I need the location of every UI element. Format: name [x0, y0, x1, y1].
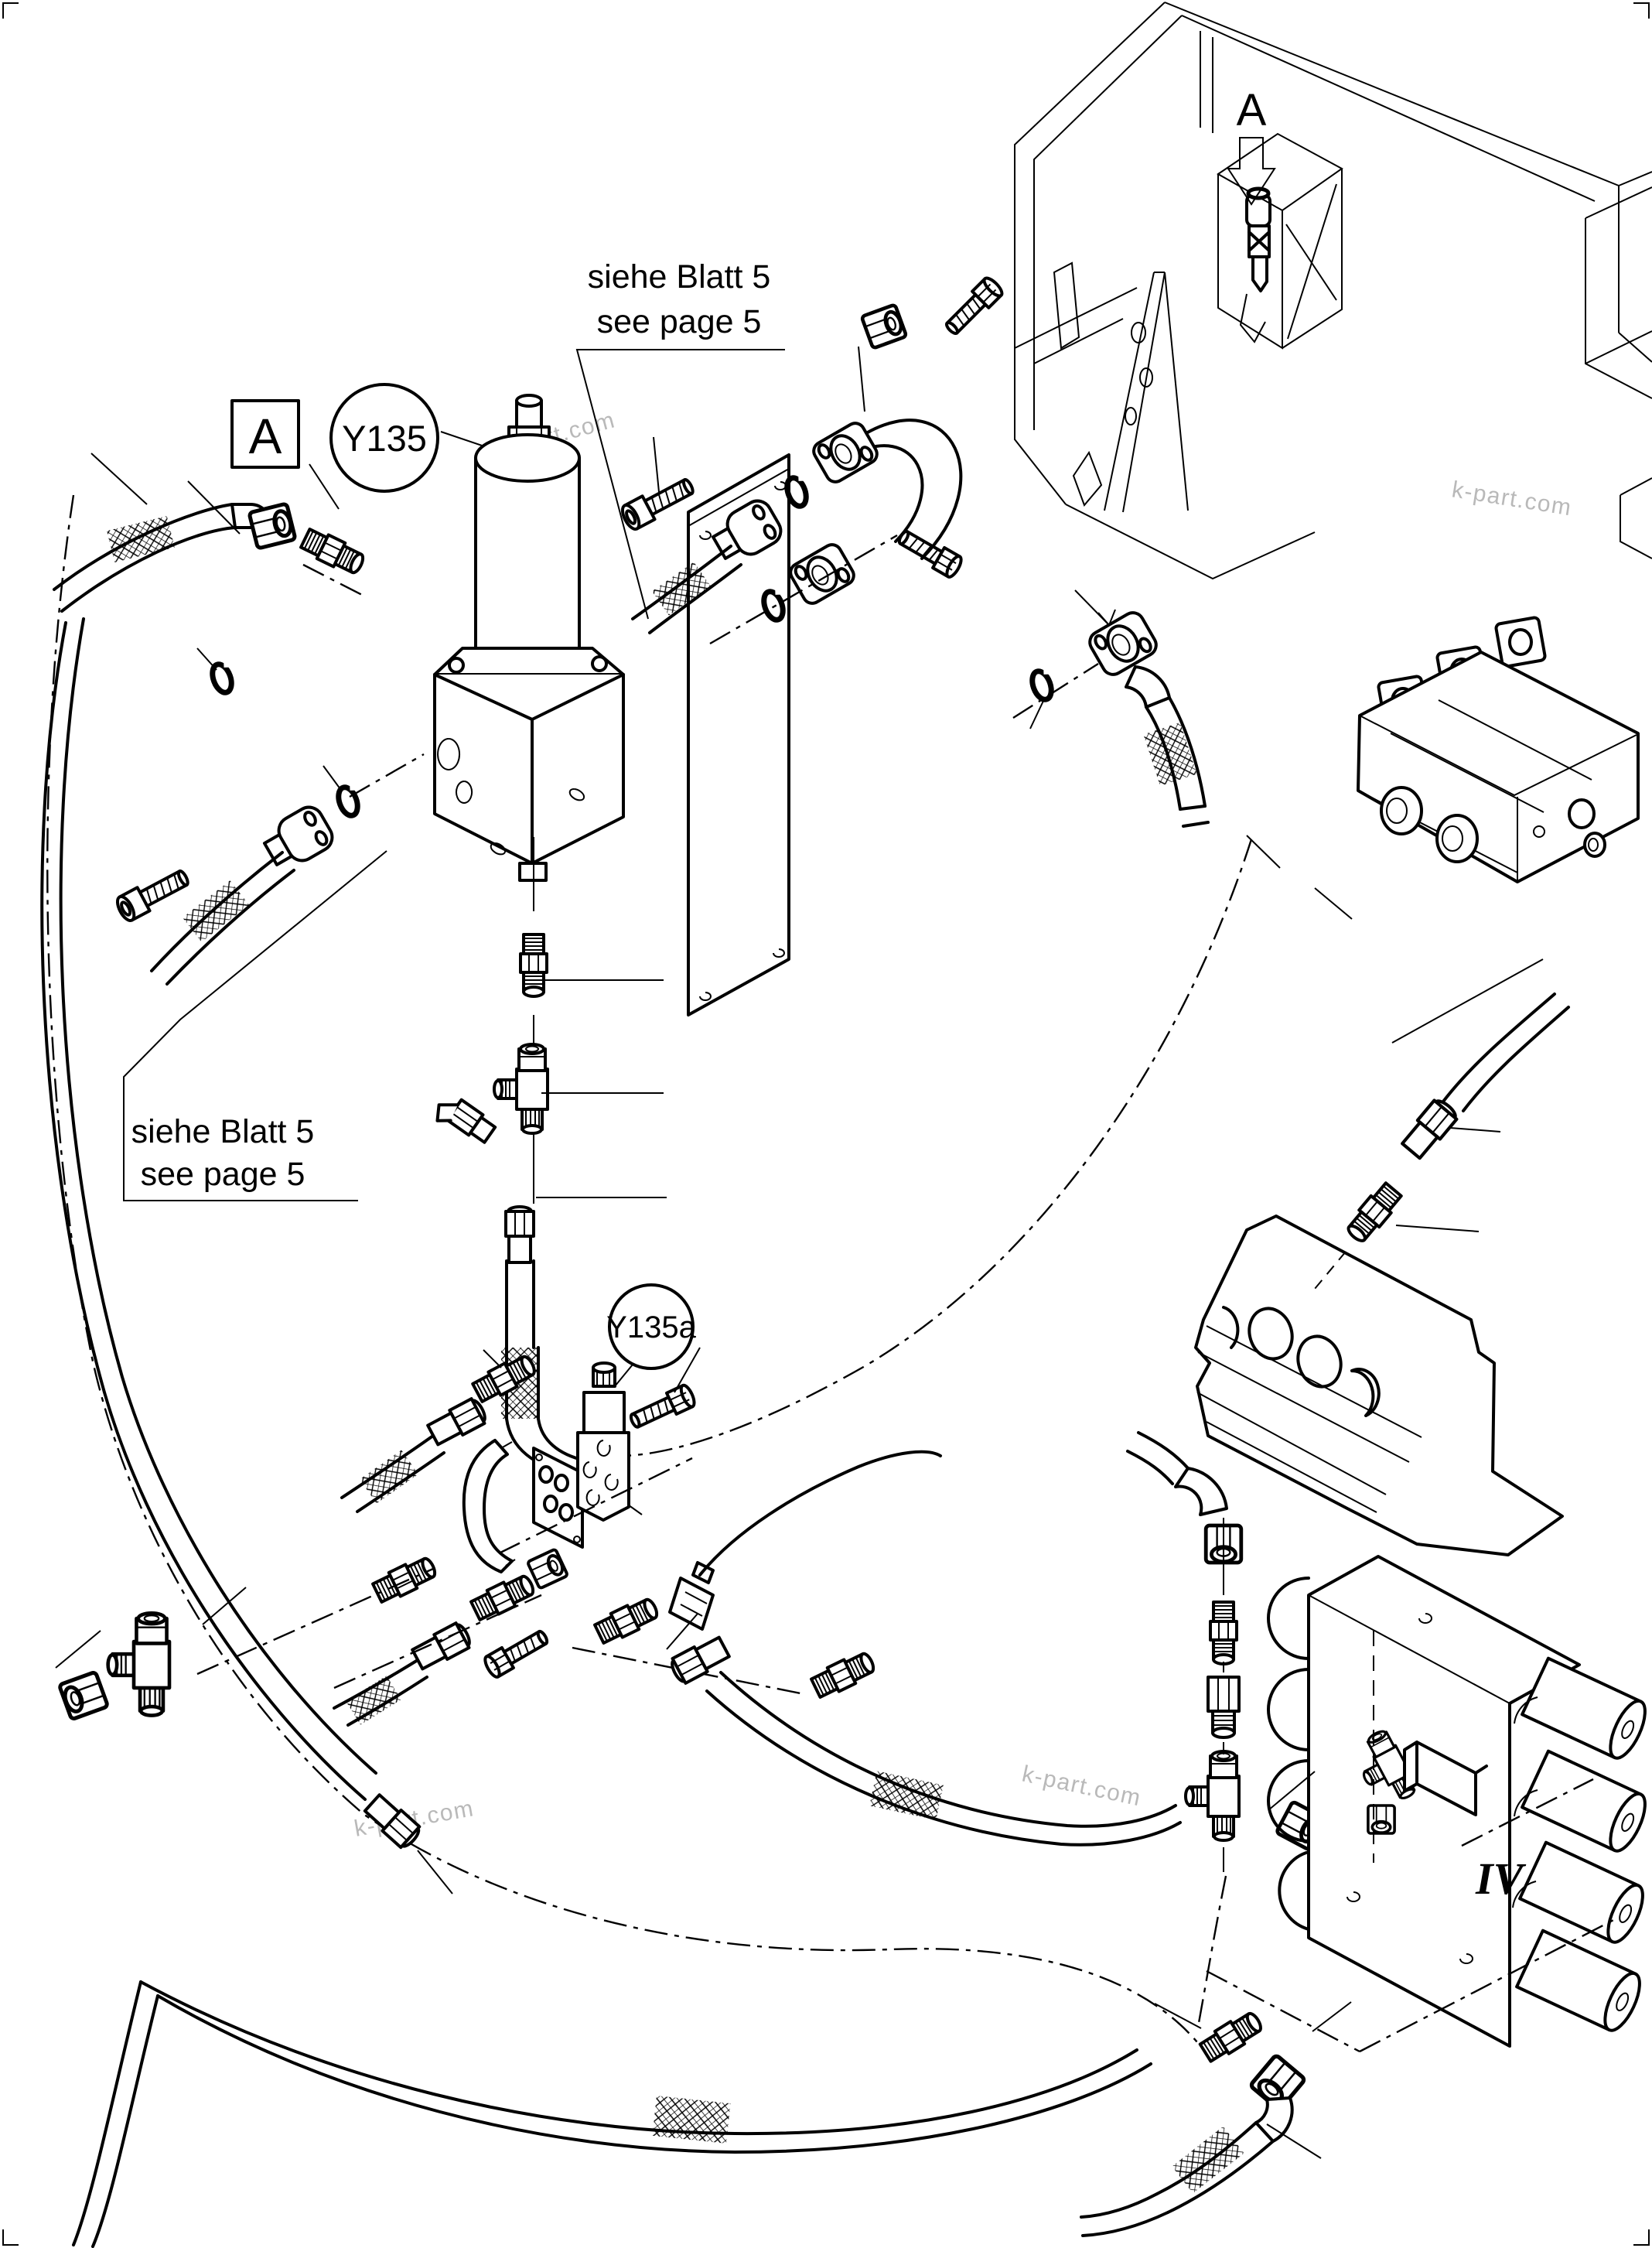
flange-block: [785, 539, 859, 609]
hose-braid: [652, 2096, 731, 2144]
tee-fitting: [108, 1613, 169, 1715]
note-see-page-5-left: siehe Blatt 5 see page 5: [123, 850, 387, 1201]
hose-end-fitting: [411, 1621, 473, 1672]
label-a-box: A: [230, 399, 300, 469]
detail-box-label: A: [249, 408, 282, 464]
label-y135a: Y135a: [606, 1283, 697, 1387]
note-line-en: see page 5: [597, 303, 762, 340]
elbow-bend: [1174, 1467, 1228, 1516]
note-see-page-5-top: siehe Blatt 5 see page 5: [575, 258, 785, 620]
engine-block: [1194, 1215, 1564, 1556]
hose: [40, 621, 367, 1801]
right-elbow-hose: [1012, 589, 1353, 920]
o-ring: [208, 657, 242, 695]
adapter-plate: [532, 1447, 584, 1549]
hex-bolt: [480, 1625, 553, 1681]
y135a-label: Y135a: [606, 1310, 696, 1344]
electrical-connector: [666, 1450, 942, 1650]
adapter-fitting: [810, 1649, 877, 1700]
hex-nut: [525, 1547, 570, 1590]
solenoid-can: [474, 456, 581, 650]
adapter-fitting: [1342, 1179, 1405, 1247]
machine-frame-overview: A: [1014, 2, 1652, 580]
installed-valve-icon: [1239, 186, 1271, 343]
axis-line: [618, 839, 1253, 1457]
hose: [72, 1980, 159, 2248]
valve-block-manifold: [1357, 616, 1640, 1044]
hex-nut: [862, 305, 906, 349]
check-valve: [1207, 1676, 1241, 1739]
hex-nut: [1367, 1804, 1396, 1835]
note-line-de: siehe Blatt 5: [588, 258, 771, 296]
solenoid-valve-y135a: [340, 1347, 942, 1650]
label-y135: Y135: [329, 383, 503, 493]
elbow-nut: [249, 504, 295, 548]
flanged-pipe-cluster: [620, 275, 1005, 645]
bottom-middle-hose: [668, 1635, 1182, 1847]
hose-braid: [182, 880, 250, 942]
elbow-bend: [1254, 2096, 1294, 2143]
adapter-fitting: [469, 1572, 537, 1623]
valve-body: [433, 673, 625, 865]
adapter-fitting: [1209, 1601, 1238, 1666]
left-clamp-hose: [114, 647, 425, 986]
detail-arrow-icon: [1227, 137, 1276, 206]
accumulator-manifold-iv: IV: [1206, 1555, 1647, 2053]
bottom-left-fittings: [55, 1554, 877, 1894]
hose-end-fitting: [504, 1205, 535, 1264]
manifold-block-part: [1403, 1741, 1488, 1816]
o-ring: [334, 780, 368, 818]
hose-routing-lines: [40, 494, 1253, 2248]
note-line-en: see page 5: [141, 1156, 305, 1193]
elbow-test-valve: [435, 1098, 497, 1144]
hose-braid: [1172, 2126, 1244, 2194]
engine-feed-fittings: [1314, 992, 1570, 1290]
hex-nut: [59, 1672, 108, 1720]
hex-bolt: [942, 275, 1005, 338]
hose: [139, 1980, 1138, 2136]
note-line-de: siehe Blatt 5: [131, 1113, 315, 1150]
hex-bolt: [626, 1382, 698, 1434]
adapter-fitting: [593, 1595, 660, 1646]
o-ring: [1028, 664, 1062, 702]
hose-braid: [107, 515, 175, 563]
tee-fitting: [1184, 1750, 1241, 1842]
hose-braid: [869, 1771, 944, 1820]
detail-view-label: A: [1237, 85, 1267, 135]
hose-braid: [360, 1450, 418, 1504]
elbow-bend: [1125, 665, 1171, 709]
solenoid-valve-y135: [433, 394, 625, 882]
hose-top-left: [53, 453, 367, 613]
mounting-bracket: [462, 1439, 516, 1573]
axis-line: [46, 494, 1198, 2043]
accumulator-cylinder: [1515, 1656, 1647, 2032]
bottom-right-hose: [1080, 2001, 1352, 2237]
adapter-fitting: [299, 527, 367, 578]
section-iv-label: IV: [1475, 1853, 1527, 1904]
elbow-flange: [1088, 611, 1158, 676]
adapter-fitting: [1196, 2007, 1267, 2066]
hose-braid: [1143, 722, 1197, 787]
watermark: k-part.com: [1450, 477, 1574, 521]
y135a-valve-body: [576, 1361, 630, 1522]
socket-bolt: [114, 865, 193, 923]
hose-end-fitting: [426, 1396, 488, 1447]
hose-end-fitting: [668, 1635, 730, 1686]
adapter-fitting: [371, 1554, 439, 1605]
y135-label: Y135: [342, 418, 427, 459]
right-fitting-chain: [1126, 1431, 1326, 2024]
hose: [59, 617, 377, 1775]
adapter-fitting: [519, 933, 548, 998]
hose: [156, 1994, 1152, 2154]
steel-pipe: [865, 419, 963, 560]
tee-fitting: [493, 1043, 549, 1135]
watermark: k-part.com: [1020, 1761, 1144, 1812]
hose-braid: [346, 1676, 401, 1725]
hose-braid: [652, 562, 711, 616]
